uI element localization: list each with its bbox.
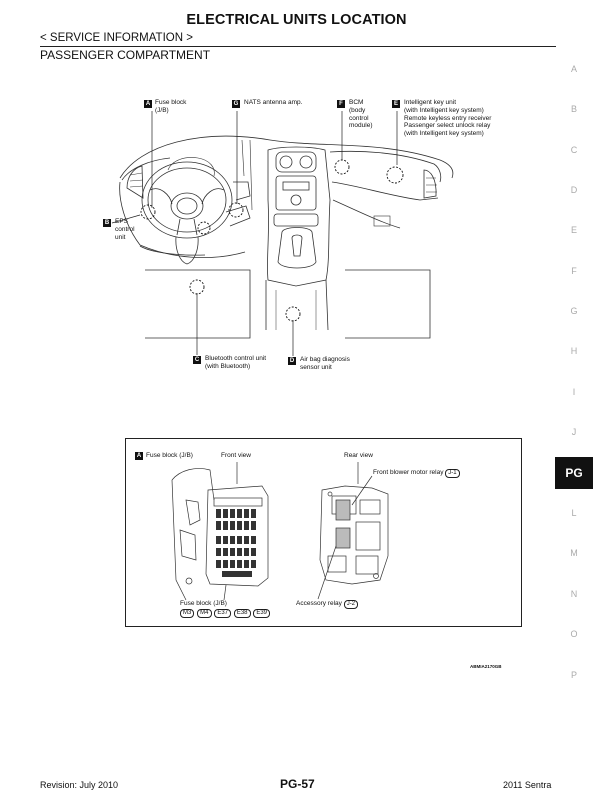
- connector-m4: M4: [197, 609, 212, 618]
- callout-airbag-diagnosis-sensor: Air bag diagnosis sensor unit: [300, 356, 350, 371]
- fuse-block-bottom-label: Fuse block (J/B): [180, 600, 227, 607]
- callout-bluetooth-control-unit: Bluetooth control unit (with Bluetooth): [205, 355, 267, 370]
- connector-e38: E38: [233, 609, 251, 618]
- side-index-o[interactable]: O: [570, 629, 578, 639]
- callout-key-g: G: [232, 100, 240, 108]
- side-index-g[interactable]: G: [570, 306, 578, 316]
- side-index-j[interactable]: J: [571, 427, 577, 437]
- side-index-n[interactable]: N: [570, 589, 578, 599]
- section-breadcrumb[interactable]: < SERVICE INFORMATION >: [40, 32, 193, 44]
- side-index-f[interactable]: F: [571, 266, 577, 276]
- footer-model: 2011 Sentra: [503, 780, 552, 790]
- side-index-i[interactable]: I: [572, 387, 576, 397]
- front-view-label: Front view: [221, 452, 251, 459]
- side-index-b[interactable]: B: [570, 104, 577, 114]
- front-blower-relay-text: Front blower motor relay: [373, 469, 444, 476]
- fuse-block-key-a: A: [135, 452, 143, 460]
- side-index-a[interactable]: A: [570, 64, 577, 74]
- connector-j1: J-1: [445, 469, 460, 478]
- image-code: ABMIA2170GB: [470, 664, 502, 669]
- callout-key-e: E: [392, 100, 400, 108]
- front-blower-relay-label: Front blower motor relay J-1: [373, 469, 461, 478]
- footer-revision: Revision: July 2010: [40, 780, 119, 790]
- callout-fuse-block: Fuse block (J/B): [155, 99, 187, 114]
- connector-list: M3 M4 E37 E38 E39: [180, 609, 271, 618]
- callout-key-a: A: [144, 100, 152, 108]
- callout-key-f: F: [337, 100, 345, 108]
- side-index-pg-active[interactable]: PG: [555, 457, 593, 489]
- rear-view-label: Rear view: [344, 452, 373, 459]
- side-index-d[interactable]: D: [570, 185, 578, 195]
- connector-e37: E37: [214, 609, 231, 618]
- side-index-c[interactable]: C: [570, 145, 578, 155]
- callout-eps-control-unit: EPS control unit: [115, 218, 135, 241]
- footer-page-number: PG-57: [280, 777, 315, 791]
- header-rule: [40, 46, 556, 47]
- fuse-block-heading: Fuse block (J/B): [146, 452, 193, 459]
- callout-bcm: BCM (body control module): [349, 99, 373, 130]
- side-index-p[interactable]: P: [570, 670, 577, 680]
- side-index-h[interactable]: H: [570, 346, 578, 356]
- side-index-m[interactable]: M: [570, 548, 578, 558]
- side-index-l[interactable]: L: [571, 508, 577, 518]
- callout-key-d: D: [288, 357, 296, 365]
- page-title: ELECTRICAL UNITS LOCATION: [186, 12, 407, 28]
- callout-key-c: C: [193, 356, 201, 364]
- accessory-relay-text: Accessory relay: [296, 600, 342, 607]
- accessory-relay-label: Accessory relay J-2: [296, 600, 359, 609]
- fuse-block-detail-frame: [125, 438, 522, 627]
- connector-j2: J-2: [343, 600, 359, 609]
- callout-nats-antenna: NATS antenna amp.: [244, 99, 303, 106]
- section-subtitle: PASSENGER COMPARTMENT: [40, 48, 211, 62]
- callout-intelligent-key-unit: Intelligent key unit (with Intelligent k…: [404, 99, 492, 138]
- connector-e39: E39: [253, 609, 270, 618]
- callout-key-b: B: [103, 219, 111, 227]
- side-index-e[interactable]: E: [570, 225, 577, 235]
- connector-m3: M3: [180, 609, 195, 618]
